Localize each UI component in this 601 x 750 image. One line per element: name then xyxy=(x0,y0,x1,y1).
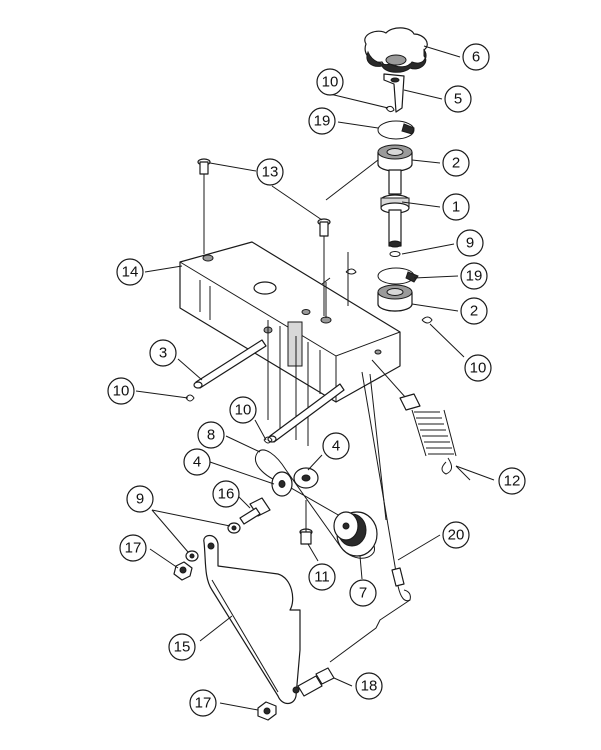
callout-4-left: 4 xyxy=(183,448,211,476)
callout-12: 12 xyxy=(498,467,526,495)
star-knob-part xyxy=(364,27,428,73)
callout-15: 15 xyxy=(168,633,196,661)
svg-text:2: 2 xyxy=(452,155,460,172)
svg-text:10: 10 xyxy=(235,402,252,419)
svg-text:19: 19 xyxy=(466,268,483,285)
retaining-ring-top xyxy=(377,120,415,140)
pin-long xyxy=(193,339,267,389)
callout-7: 7 xyxy=(349,579,377,607)
svg-text:4: 4 xyxy=(332,438,340,455)
svg-text:10: 10 xyxy=(113,383,130,400)
callout-1: 1 xyxy=(442,193,470,221)
svg-text:15: 15 xyxy=(174,639,191,656)
callout-20: 20 xyxy=(442,521,470,549)
svg-text:12: 12 xyxy=(504,473,521,490)
callout-4-right: 4 xyxy=(322,432,350,460)
svg-text:19: 19 xyxy=(314,113,331,130)
control-cable xyxy=(361,371,397,573)
callout-17-bottom: 17 xyxy=(189,689,217,717)
bushing-bottom xyxy=(377,284,413,312)
svg-text:5: 5 xyxy=(454,91,462,108)
callout-9-top: 9 xyxy=(456,229,484,257)
callout-19-top: 19 xyxy=(308,107,336,135)
callout-5: 5 xyxy=(444,85,472,113)
main-bracket xyxy=(179,241,401,446)
callout-10-belt: 10 xyxy=(229,396,257,424)
callout-19-bottom: 19 xyxy=(460,262,488,290)
svg-text:18: 18 xyxy=(361,678,378,695)
hex-bolt xyxy=(239,497,271,525)
idler-pulley-right xyxy=(293,467,319,489)
parts-drawing xyxy=(173,27,457,721)
bolt-center xyxy=(317,218,331,316)
large-pulley xyxy=(333,511,378,557)
callout-9-bottom: 9 xyxy=(126,485,154,513)
lock-tab-part xyxy=(383,73,405,113)
svg-text:11: 11 xyxy=(314,569,330,586)
callout-3: 3 xyxy=(149,339,177,367)
callout-18: 18 xyxy=(355,672,383,700)
callout-14: 14 xyxy=(116,258,144,286)
callout-10-left: 10 xyxy=(107,377,135,405)
callout-13: 13 xyxy=(256,158,284,186)
retaining-ring-bottom xyxy=(377,267,419,285)
svg-text:17: 17 xyxy=(195,695,212,712)
callout-11: 11 xyxy=(308,563,336,591)
svg-text:13: 13 xyxy=(262,164,279,181)
svg-text:4: 4 xyxy=(193,454,201,471)
svg-text:17: 17 xyxy=(125,540,142,557)
svg-text:8: 8 xyxy=(207,427,215,444)
bushing-top xyxy=(377,144,413,172)
callout-6: 6 xyxy=(462,43,490,71)
svg-text:9: 9 xyxy=(466,235,474,252)
threaded-stud xyxy=(297,667,335,697)
callout-10-top: 10 xyxy=(316,68,344,96)
svg-text:2: 2 xyxy=(470,303,478,320)
callout-17-top: 17 xyxy=(119,534,147,562)
svg-text:14: 14 xyxy=(122,264,139,281)
cam-plate xyxy=(203,534,301,705)
svg-text:3: 3 xyxy=(159,345,167,362)
callout-2-top: 2 xyxy=(442,149,470,177)
svg-text:16: 16 xyxy=(218,486,235,503)
bolt-top-left xyxy=(197,158,211,254)
svg-text:10: 10 xyxy=(470,360,487,377)
svg-text:6: 6 xyxy=(472,49,480,66)
svg-text:7: 7 xyxy=(359,585,367,602)
svg-text:10: 10 xyxy=(322,74,339,91)
drive-belt xyxy=(255,449,376,559)
pivot-shaft xyxy=(380,169,410,248)
callout-16: 16 xyxy=(212,480,240,508)
leader-lines xyxy=(135,45,495,711)
callout-2-bottom: 2 xyxy=(460,297,488,325)
svg-text:9: 9 xyxy=(136,491,144,508)
shoulder-bolt xyxy=(299,500,313,545)
svg-text:20: 20 xyxy=(448,527,465,544)
hex-nut-top xyxy=(173,561,193,581)
callout-10-right: 10 xyxy=(464,354,492,382)
hex-nut-bottom xyxy=(257,701,277,721)
svg-text:1: 1 xyxy=(452,199,460,216)
callouts: 6 5 10 19 2 13 1 9 19 14 2 10 3 10 10 8 … xyxy=(107,43,526,717)
callout-8: 8 xyxy=(197,421,225,449)
idler-pulley-left xyxy=(271,471,293,497)
tension-spring xyxy=(371,359,457,475)
